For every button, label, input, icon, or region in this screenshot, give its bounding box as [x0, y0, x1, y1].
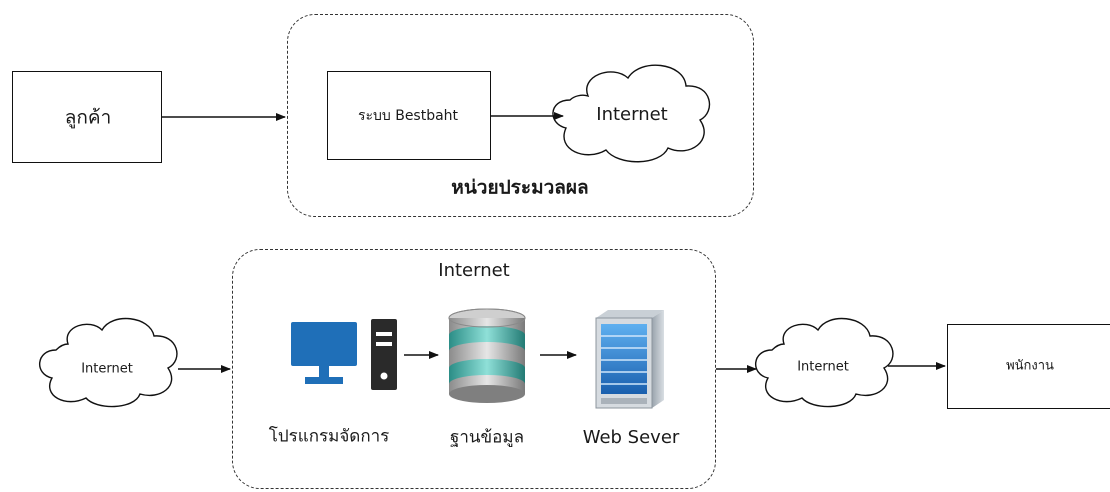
- cloud-icon: [755, 317, 894, 408]
- processing-unit-group: [287, 14, 754, 217]
- bestbaht-system-label: ระบบ Bestbaht: [357, 108, 459, 124]
- left-cloud-label: Internet: [81, 361, 133, 377]
- cloud-icon: [39, 317, 178, 408]
- computer-icon: [291, 319, 397, 390]
- database-icon: [448, 308, 526, 403]
- bestbaht-system-box: [327, 71, 491, 160]
- right-cloud-label: Internet: [797, 359, 849, 375]
- webserver-label: Web Sever: [582, 427, 680, 448]
- processing-unit-caption: หน่วยประมวลผล: [451, 176, 589, 199]
- internet-group-caption: Internet: [438, 260, 510, 281]
- web-server-icon: [595, 310, 664, 409]
- database-label: ฐานข้อมูล: [449, 427, 525, 448]
- staff-label: พนักงาน: [1006, 358, 1054, 374]
- cloud-icon: [552, 64, 711, 163]
- staff-box: [947, 324, 1110, 409]
- top-cloud-label: Internet: [596, 104, 668, 125]
- internet-group: [232, 249, 716, 489]
- customer-label: ลูกค้า: [64, 106, 112, 129]
- customer-box: [12, 71, 162, 163]
- program-label: โปรแกรมจัดการ: [268, 426, 390, 447]
